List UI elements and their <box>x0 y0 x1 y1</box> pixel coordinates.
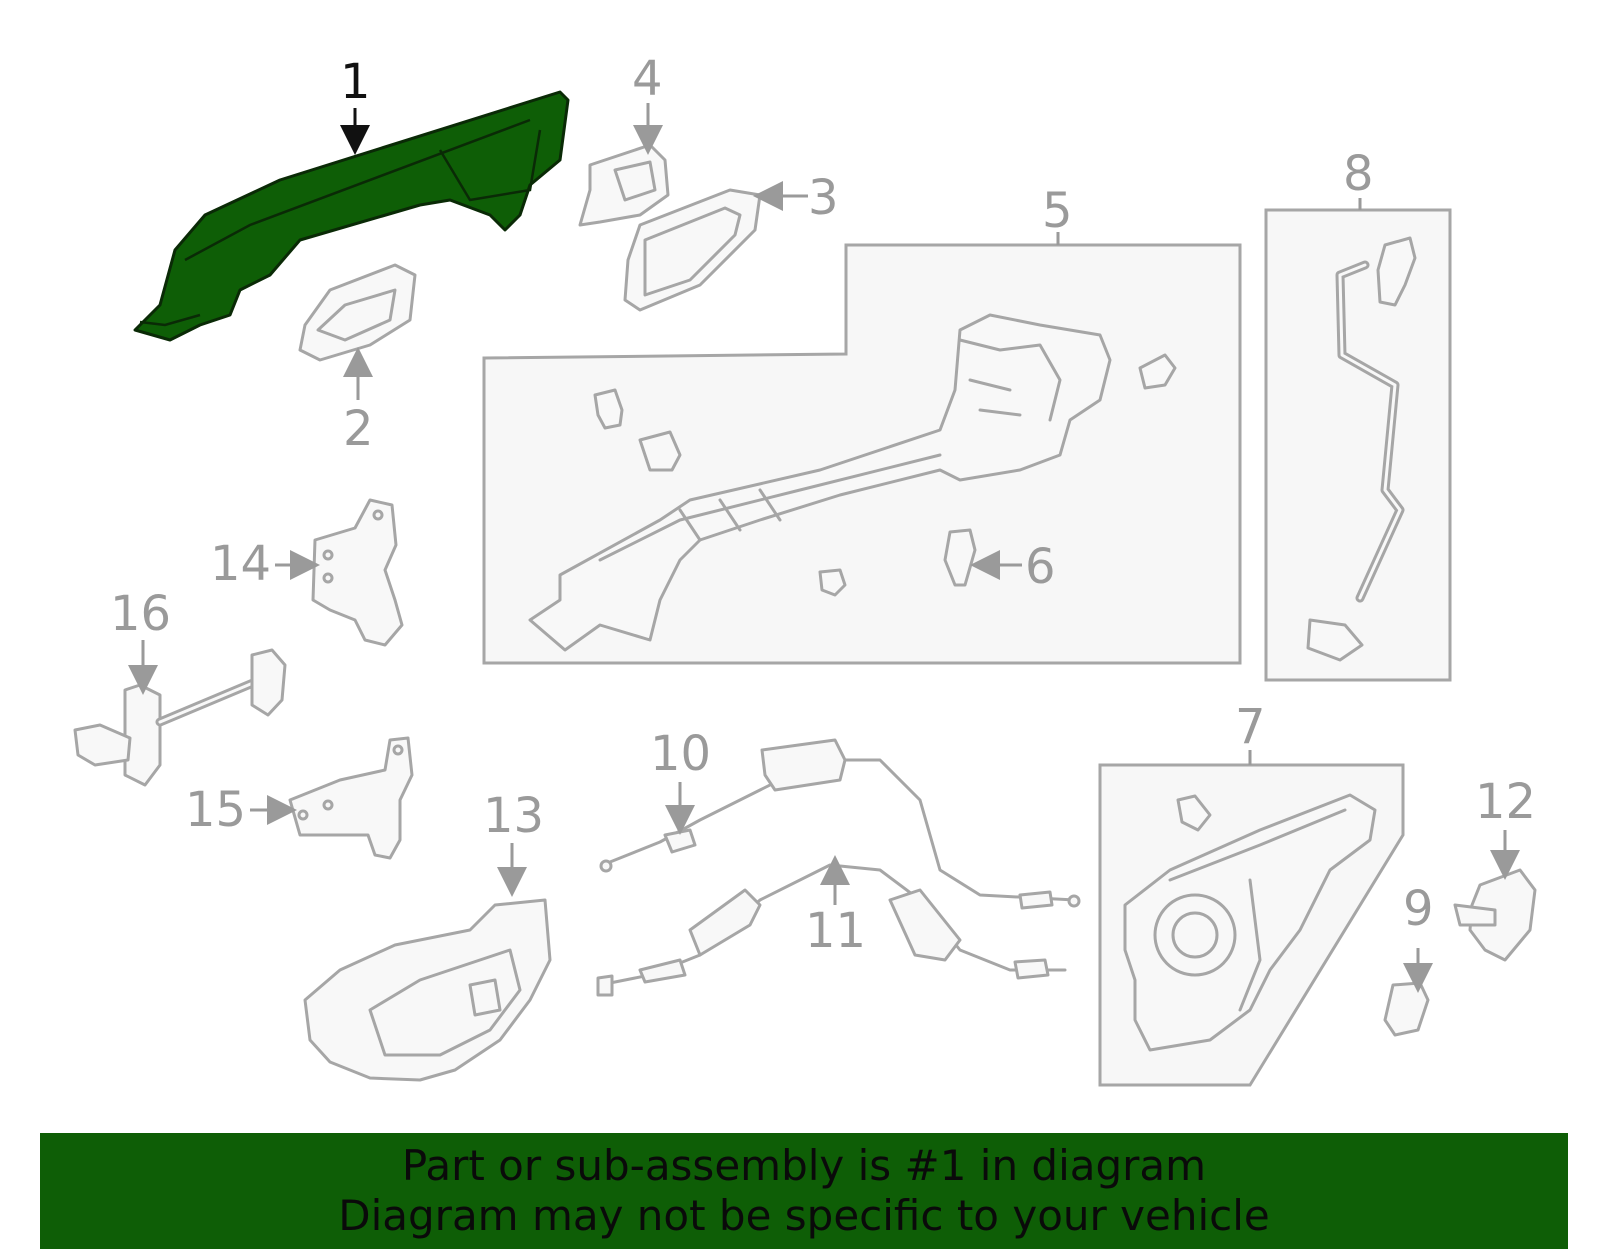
banner-line-2: Diagram may not be specific to your vehi… <box>338 1191 1270 1240</box>
part-8-rod[interactable] <box>1306 236 1417 662</box>
callout-15: 15 <box>185 782 246 838</box>
part-2-handle-base[interactable] <box>298 263 417 362</box>
callout-7: 7 <box>1235 699 1266 755</box>
part-14-hinge[interactable] <box>311 498 404 647</box>
part-1-outer-handle[interactable] <box>133 90 570 342</box>
callout-14: 14 <box>210 536 271 592</box>
info-banner: Part or sub-assembly is #1 in diagram Di… <box>40 1133 1568 1249</box>
callout-16: 16 <box>110 586 171 642</box>
callout-3: 3 <box>808 170 839 226</box>
callout-1: 1 <box>340 54 371 110</box>
callout-8: 8 <box>1343 146 1374 202</box>
callout-5: 5 <box>1042 183 1073 239</box>
part-11-cable[interactable] <box>596 863 1067 997</box>
part-13-inner-handle[interactable] <box>303 898 552 1082</box>
part-15-hinge[interactable] <box>288 736 414 860</box>
part-9-spacer[interactable] <box>1383 981 1430 1037</box>
callout-12: 12 <box>1475 774 1536 830</box>
part-5-handle-frame[interactable] <box>528 313 1112 652</box>
callout-6: 6 <box>1025 539 1056 595</box>
callout-13: 13 <box>483 788 544 844</box>
part-10-cable[interactable] <box>599 738 1081 910</box>
part-7-latch[interactable] <box>1123 793 1377 1052</box>
part-16-door-check[interactable] <box>73 648 287 787</box>
callout-10: 10 <box>650 726 711 782</box>
banner-line-1: Part or sub-assembly is #1 in diagram <box>401 1141 1207 1190</box>
part-3-gasket[interactable] <box>623 188 762 312</box>
callout-2: 2 <box>343 401 374 457</box>
part-8-group-box <box>1264 208 1452 682</box>
callout-9: 9 <box>1403 881 1434 937</box>
callout-4: 4 <box>632 51 663 107</box>
part-5-small-clips[interactable] <box>593 353 1177 597</box>
callout-11: 11 <box>805 903 866 959</box>
